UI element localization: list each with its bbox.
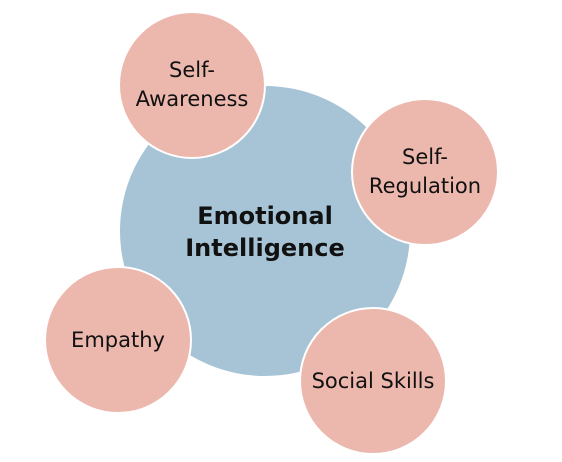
node-empathy: Empathy	[44, 266, 192, 414]
node-social-skills: Social Skills	[299, 307, 447, 455]
node-label-self-awareness: Self- Awareness	[135, 58, 249, 111]
node-self-regulation: Self- Regulation	[351, 98, 499, 246]
node-label-social-skills: Social Skills	[311, 368, 435, 393]
node-self-awareness: Self- Awareness	[118, 11, 266, 159]
node-label-self-regulation: Self- Regulation	[368, 145, 482, 198]
center-label: Emotional Intelligence	[185, 202, 345, 262]
node-label-empathy: Empathy	[71, 327, 165, 352]
